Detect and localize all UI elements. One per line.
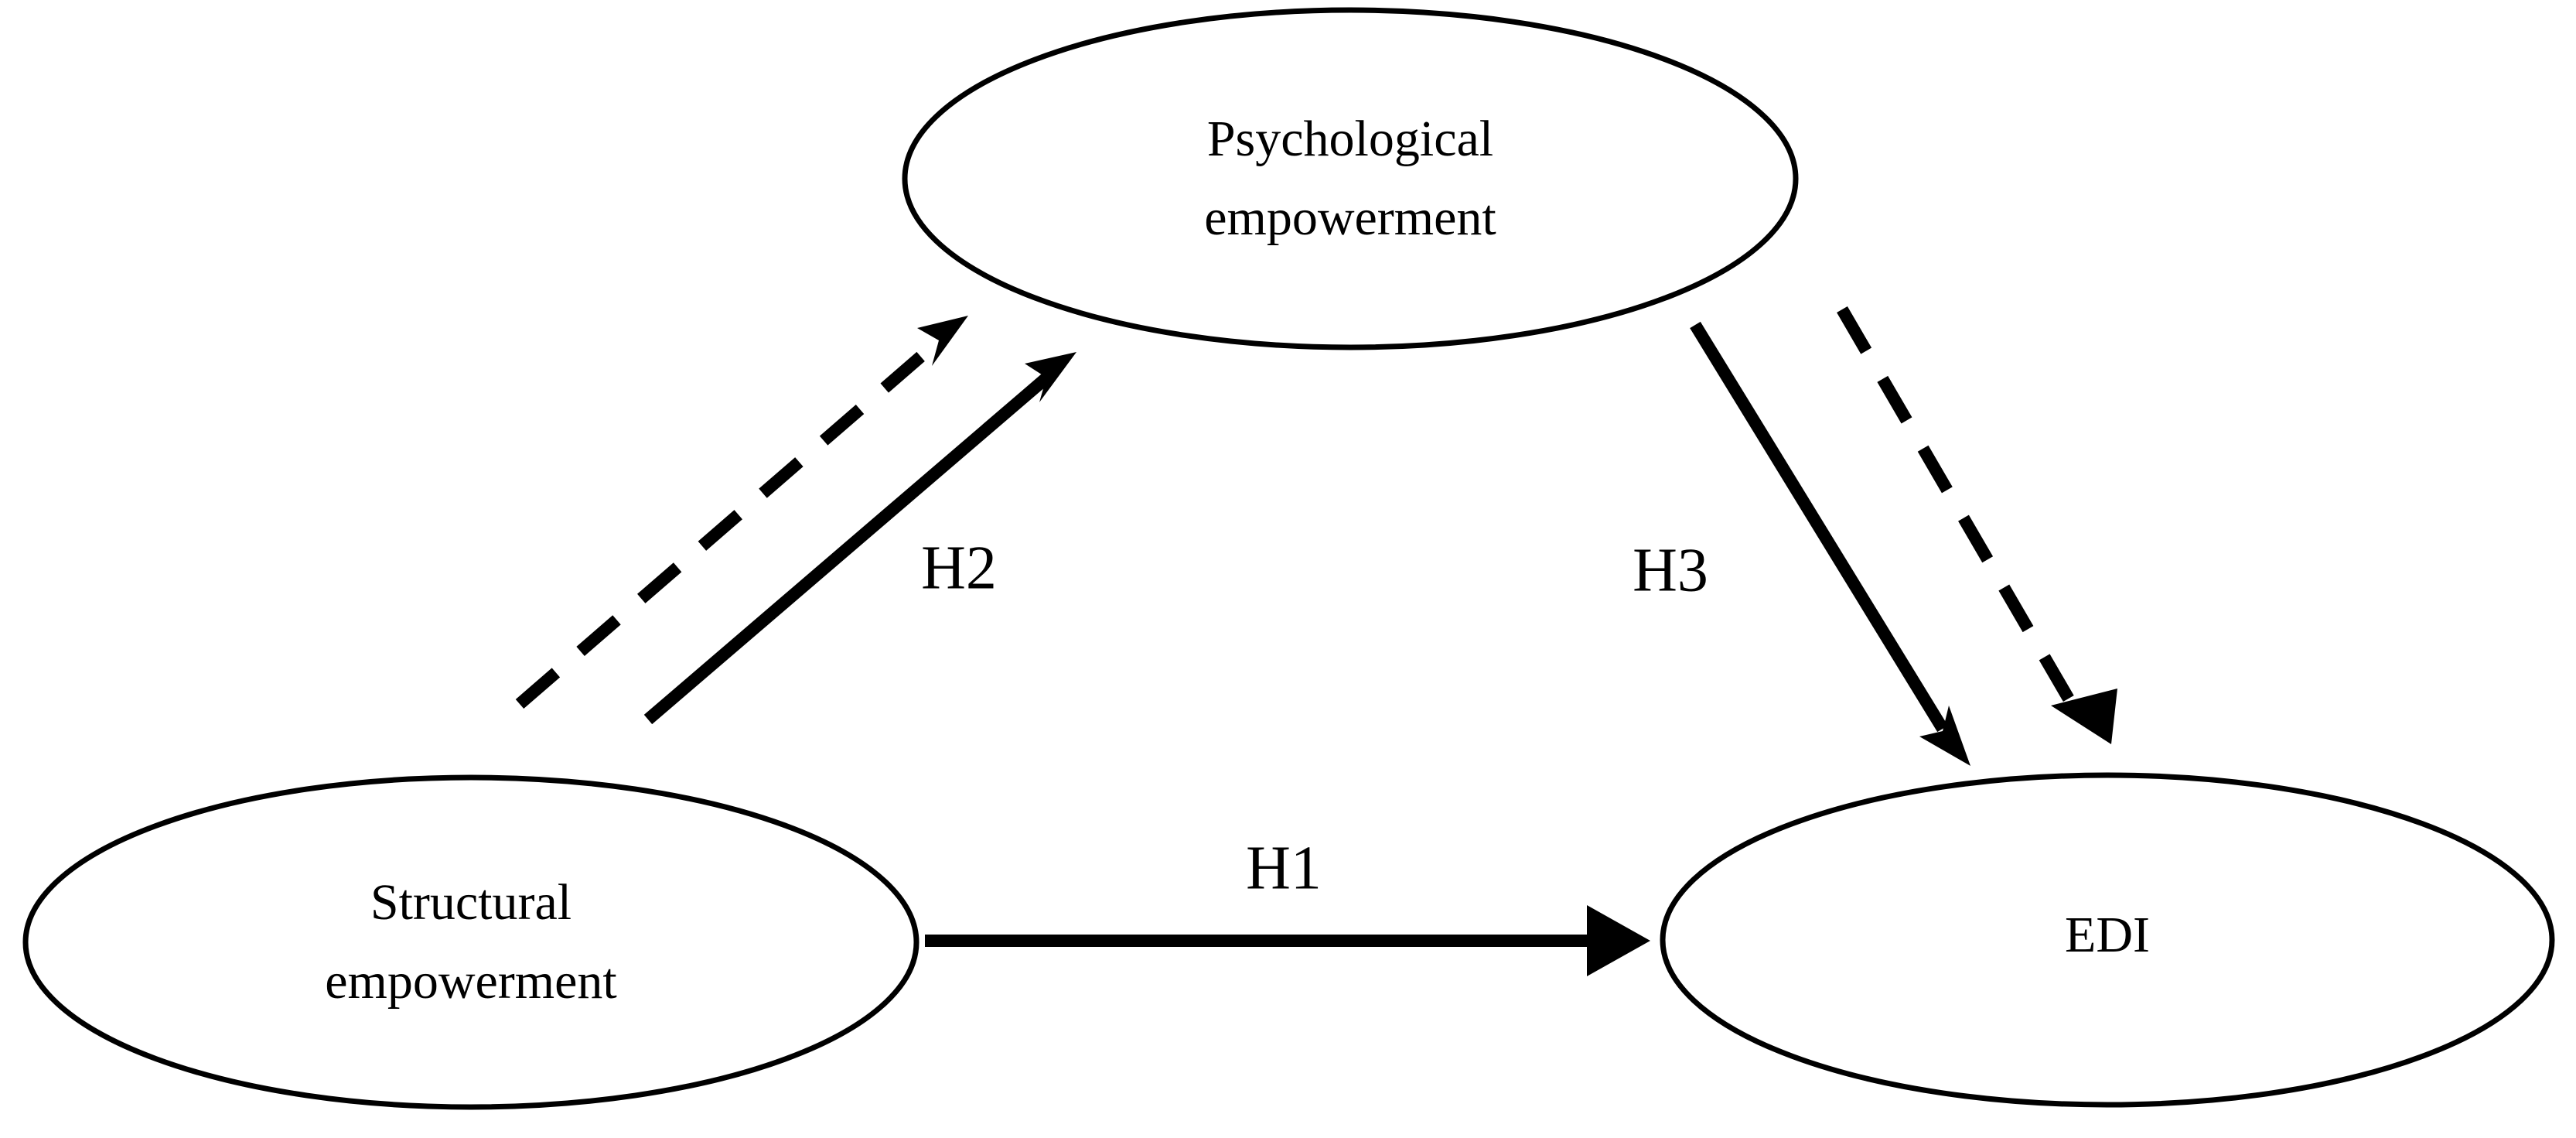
edge-h3-dashed-line	[1837, 306, 2075, 704]
arrowhead-h1	[1587, 905, 1650, 976]
ellipse-edi[interactable]	[1660, 772, 2555, 1108]
arrowhead-h3-solid	[1919, 706, 1970, 766]
node-label-structural-empowerment-line1: Structural	[370, 874, 571, 931]
node-structural-empowerment[interactable]: Structural empowerment	[22, 774, 920, 1110]
path-label-h3: H3	[1633, 536, 1708, 604]
edge-h2-solid-line	[643, 371, 1053, 725]
arrowhead-h2-dashed	[917, 316, 968, 366]
edge-h3-solid-line	[1690, 321, 1948, 733]
edge-h1-solid	[925, 905, 1650, 976]
arrowhead-h3-dashed	[2051, 689, 2117, 744]
node-label-edi: EDI	[2065, 907, 2150, 963]
ellipse-psychological-empowerment[interactable]	[902, 7, 1799, 350]
node-label-psychological-empowerment-line2: empowerment	[1204, 190, 1496, 246]
edge-h2-solid	[643, 352, 1076, 725]
node-psychological-empowerment[interactable]: Psychological empowerment	[902, 7, 1799, 350]
path-label-h1: H1	[1246, 834, 1322, 902]
arrowhead-h2-solid	[1025, 352, 1076, 402]
ellipse-structural-empowerment[interactable]	[22, 774, 920, 1110]
node-label-structural-empowerment-line2: empowerment	[325, 953, 617, 1010]
edge-h3-dashed	[1837, 306, 2117, 744]
node-edi[interactable]: EDI	[1660, 772, 2555, 1108]
path-label-h2: H2	[921, 534, 997, 602]
node-label-psychological-empowerment-line1: Psychological	[1207, 111, 1493, 167]
edge-h2-dashed-line	[515, 334, 945, 709]
edge-h2-dashed	[515, 316, 968, 709]
edge-h3-solid	[1690, 321, 1970, 766]
